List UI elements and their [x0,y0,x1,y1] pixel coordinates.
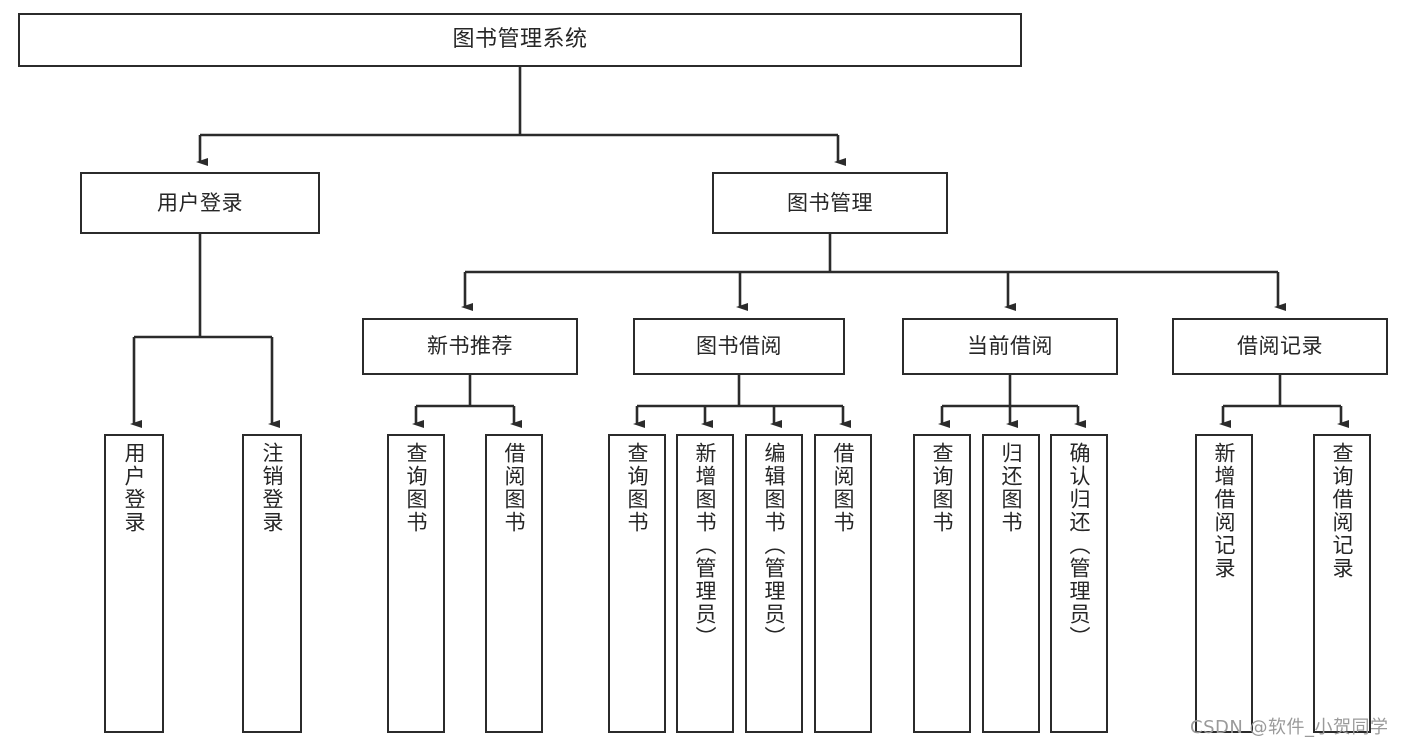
leaf-label: 编辑图书（管理员） [762,442,787,649]
leaf-label: 查询图书 [404,442,429,534]
leaf-borrow-borrow-book[interactable]: 借阅图书 [814,434,872,733]
leaf-record-add-record[interactable]: 新增借阅记录 [1195,434,1253,733]
node-borrow-record[interactable]: 借阅记录 [1172,318,1388,375]
node-current-borrow-label: 当前借阅 [967,334,1053,359]
node-new-book-recommend[interactable]: 新书推荐 [362,318,578,375]
node-user-login[interactable]: 用户登录 [80,172,320,234]
leaf-label: 查询图书 [625,442,650,534]
leaf-user-login-login[interactable]: 用户登录 [104,434,164,733]
leaf-record-query-record[interactable]: 查询借阅记录 [1313,434,1371,733]
node-root-label: 图书管理系统 [452,27,588,53]
node-user-login-label: 用户登录 [157,190,243,215]
leaf-label: 查询借阅记录 [1330,442,1355,580]
leaf-label: 用户登录 [122,442,147,534]
leaf-current-query-book[interactable]: 查询图书 [913,434,971,733]
leaf-label: 查询图书 [930,442,955,534]
leaf-borrow-query-book[interactable]: 查询图书 [608,434,666,733]
leaf-user-login-logout[interactable]: 注销登录 [242,434,302,733]
leaf-label: 借阅图书 [502,442,527,534]
leaf-recommend-query-book[interactable]: 查询图书 [387,434,445,733]
node-book-borrow[interactable]: 图书借阅 [633,318,845,375]
leaf-borrow-add-book-admin[interactable]: 新增图书（管理员） [676,434,734,733]
node-borrow-record-label: 借阅记录 [1237,334,1323,359]
node-book-borrow-label: 图书借阅 [696,334,782,359]
node-new-book-recommend-label: 新书推荐 [427,334,513,359]
leaf-recommend-borrow-book[interactable]: 借阅图书 [485,434,543,733]
node-current-borrow[interactable]: 当前借阅 [902,318,1118,375]
leaf-label: 新增图书（管理员） [693,442,718,649]
leaf-borrow-edit-book-admin[interactable]: 编辑图书（管理员） [745,434,803,733]
node-book-management-label: 图书管理 [787,190,873,215]
leaf-label: 注销登录 [260,442,285,534]
node-root[interactable]: 图书管理系统 [18,13,1022,67]
node-book-management[interactable]: 图书管理 [712,172,948,234]
leaf-label: 归还图书 [999,442,1024,534]
leaf-current-confirm-return-admin[interactable]: 确认归还（管理员） [1050,434,1108,733]
leaf-label: 借阅图书 [831,442,856,534]
leaf-label: 确认归还（管理员） [1067,442,1092,649]
leaf-label: 新增借阅记录 [1212,442,1237,580]
leaf-current-return-book[interactable]: 归还图书 [982,434,1040,733]
